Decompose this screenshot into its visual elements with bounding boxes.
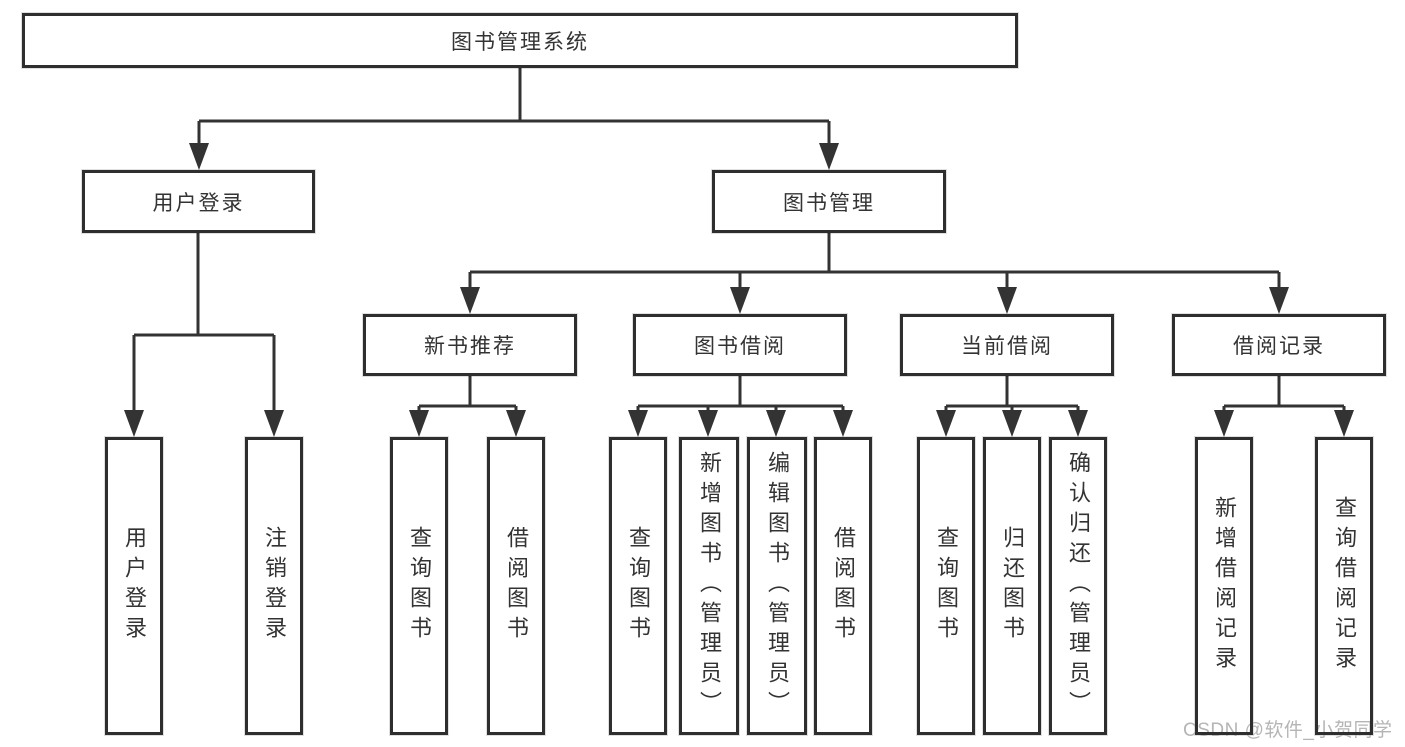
leaf-add-borrow-record: 新增借阅记录 (1195, 437, 1253, 735)
leaf-label: 注销登录 (262, 526, 287, 646)
leaf-logout: 注销登录 (245, 437, 303, 735)
node-label: 图书管理系统 (451, 30, 589, 54)
leaf-query-books-current: 查询图书 (917, 437, 975, 735)
leaf-label: 借阅图书 (504, 526, 529, 646)
node-label: 图书管理 (783, 191, 875, 215)
leaf-confirm-return-admin: 确认归还（管理员） (1049, 437, 1107, 735)
connector-current-borrow-to-leaves (936, 376, 1088, 437)
node-current-borrowing: 当前借阅 (900, 314, 1114, 376)
node-library-system: 图书管理系统 (22, 13, 1018, 68)
node-borrowing-records: 借阅记录 (1172, 314, 1386, 376)
leaf-label: 新增借阅记录 (1212, 496, 1237, 676)
node-book-borrowing: 图书借阅 (633, 314, 847, 376)
connector-book-borrow-to-leaves (628, 376, 853, 437)
node-label: 用户登录 (152, 191, 245, 215)
leaf-return-books: 归还图书 (983, 437, 1041, 735)
leaf-query-books-recommend: 查询图书 (390, 437, 448, 735)
leaf-label: 归还图书 (1000, 526, 1025, 646)
leaf-label: 查询借阅记录 (1332, 496, 1357, 676)
node-user-login: 用户登录 (82, 170, 315, 233)
leaf-borrow-books: 借阅图书 (814, 437, 872, 735)
leaf-edit-books-admin: 编辑图书（管理员） (747, 437, 807, 735)
leaf-label: 编辑图书（管理员） (765, 451, 790, 721)
leaf-query-books-borrow: 查询图书 (609, 437, 667, 735)
leaf-label: 确认归还（管理员） (1066, 451, 1091, 721)
leaf-label: 新增图书（管理员） (697, 451, 722, 721)
csdn-watermark: CSDN @软件_小贺同学 (1183, 720, 1393, 741)
connector-new-books-to-leaves (409, 376, 526, 437)
node-label: 当前借阅 (961, 335, 1053, 358)
connector-root-to-level2 (189, 68, 839, 170)
leaf-user-login: 用户登录 (105, 437, 163, 735)
leaf-add-books-admin: 新增图书（管理员） (679, 437, 739, 735)
node-label: 图书借阅 (694, 335, 786, 358)
node-label: 借阅记录 (1233, 335, 1325, 358)
node-book-management: 图书管理 (712, 170, 946, 233)
leaf-label: 借阅图书 (831, 526, 856, 646)
node-new-book-recommend: 新书推荐 (363, 314, 577, 376)
leaf-label: 查询图书 (626, 526, 651, 646)
connector-borrow-records-to-leaves (1214, 376, 1354, 437)
connector-user-login-to-leaves (124, 233, 284, 437)
leaf-label: 查询图书 (934, 526, 959, 646)
node-label: 新书推荐 (424, 335, 516, 358)
leaf-label: 用户登录 (122, 526, 147, 646)
leaf-label: 查询图书 (407, 526, 432, 646)
leaf-query-borrow-record: 查询借阅记录 (1315, 437, 1373, 735)
leaf-borrow-books-recommend: 借阅图书 (487, 437, 545, 735)
connector-book-management-to-level3 (460, 233, 1289, 314)
